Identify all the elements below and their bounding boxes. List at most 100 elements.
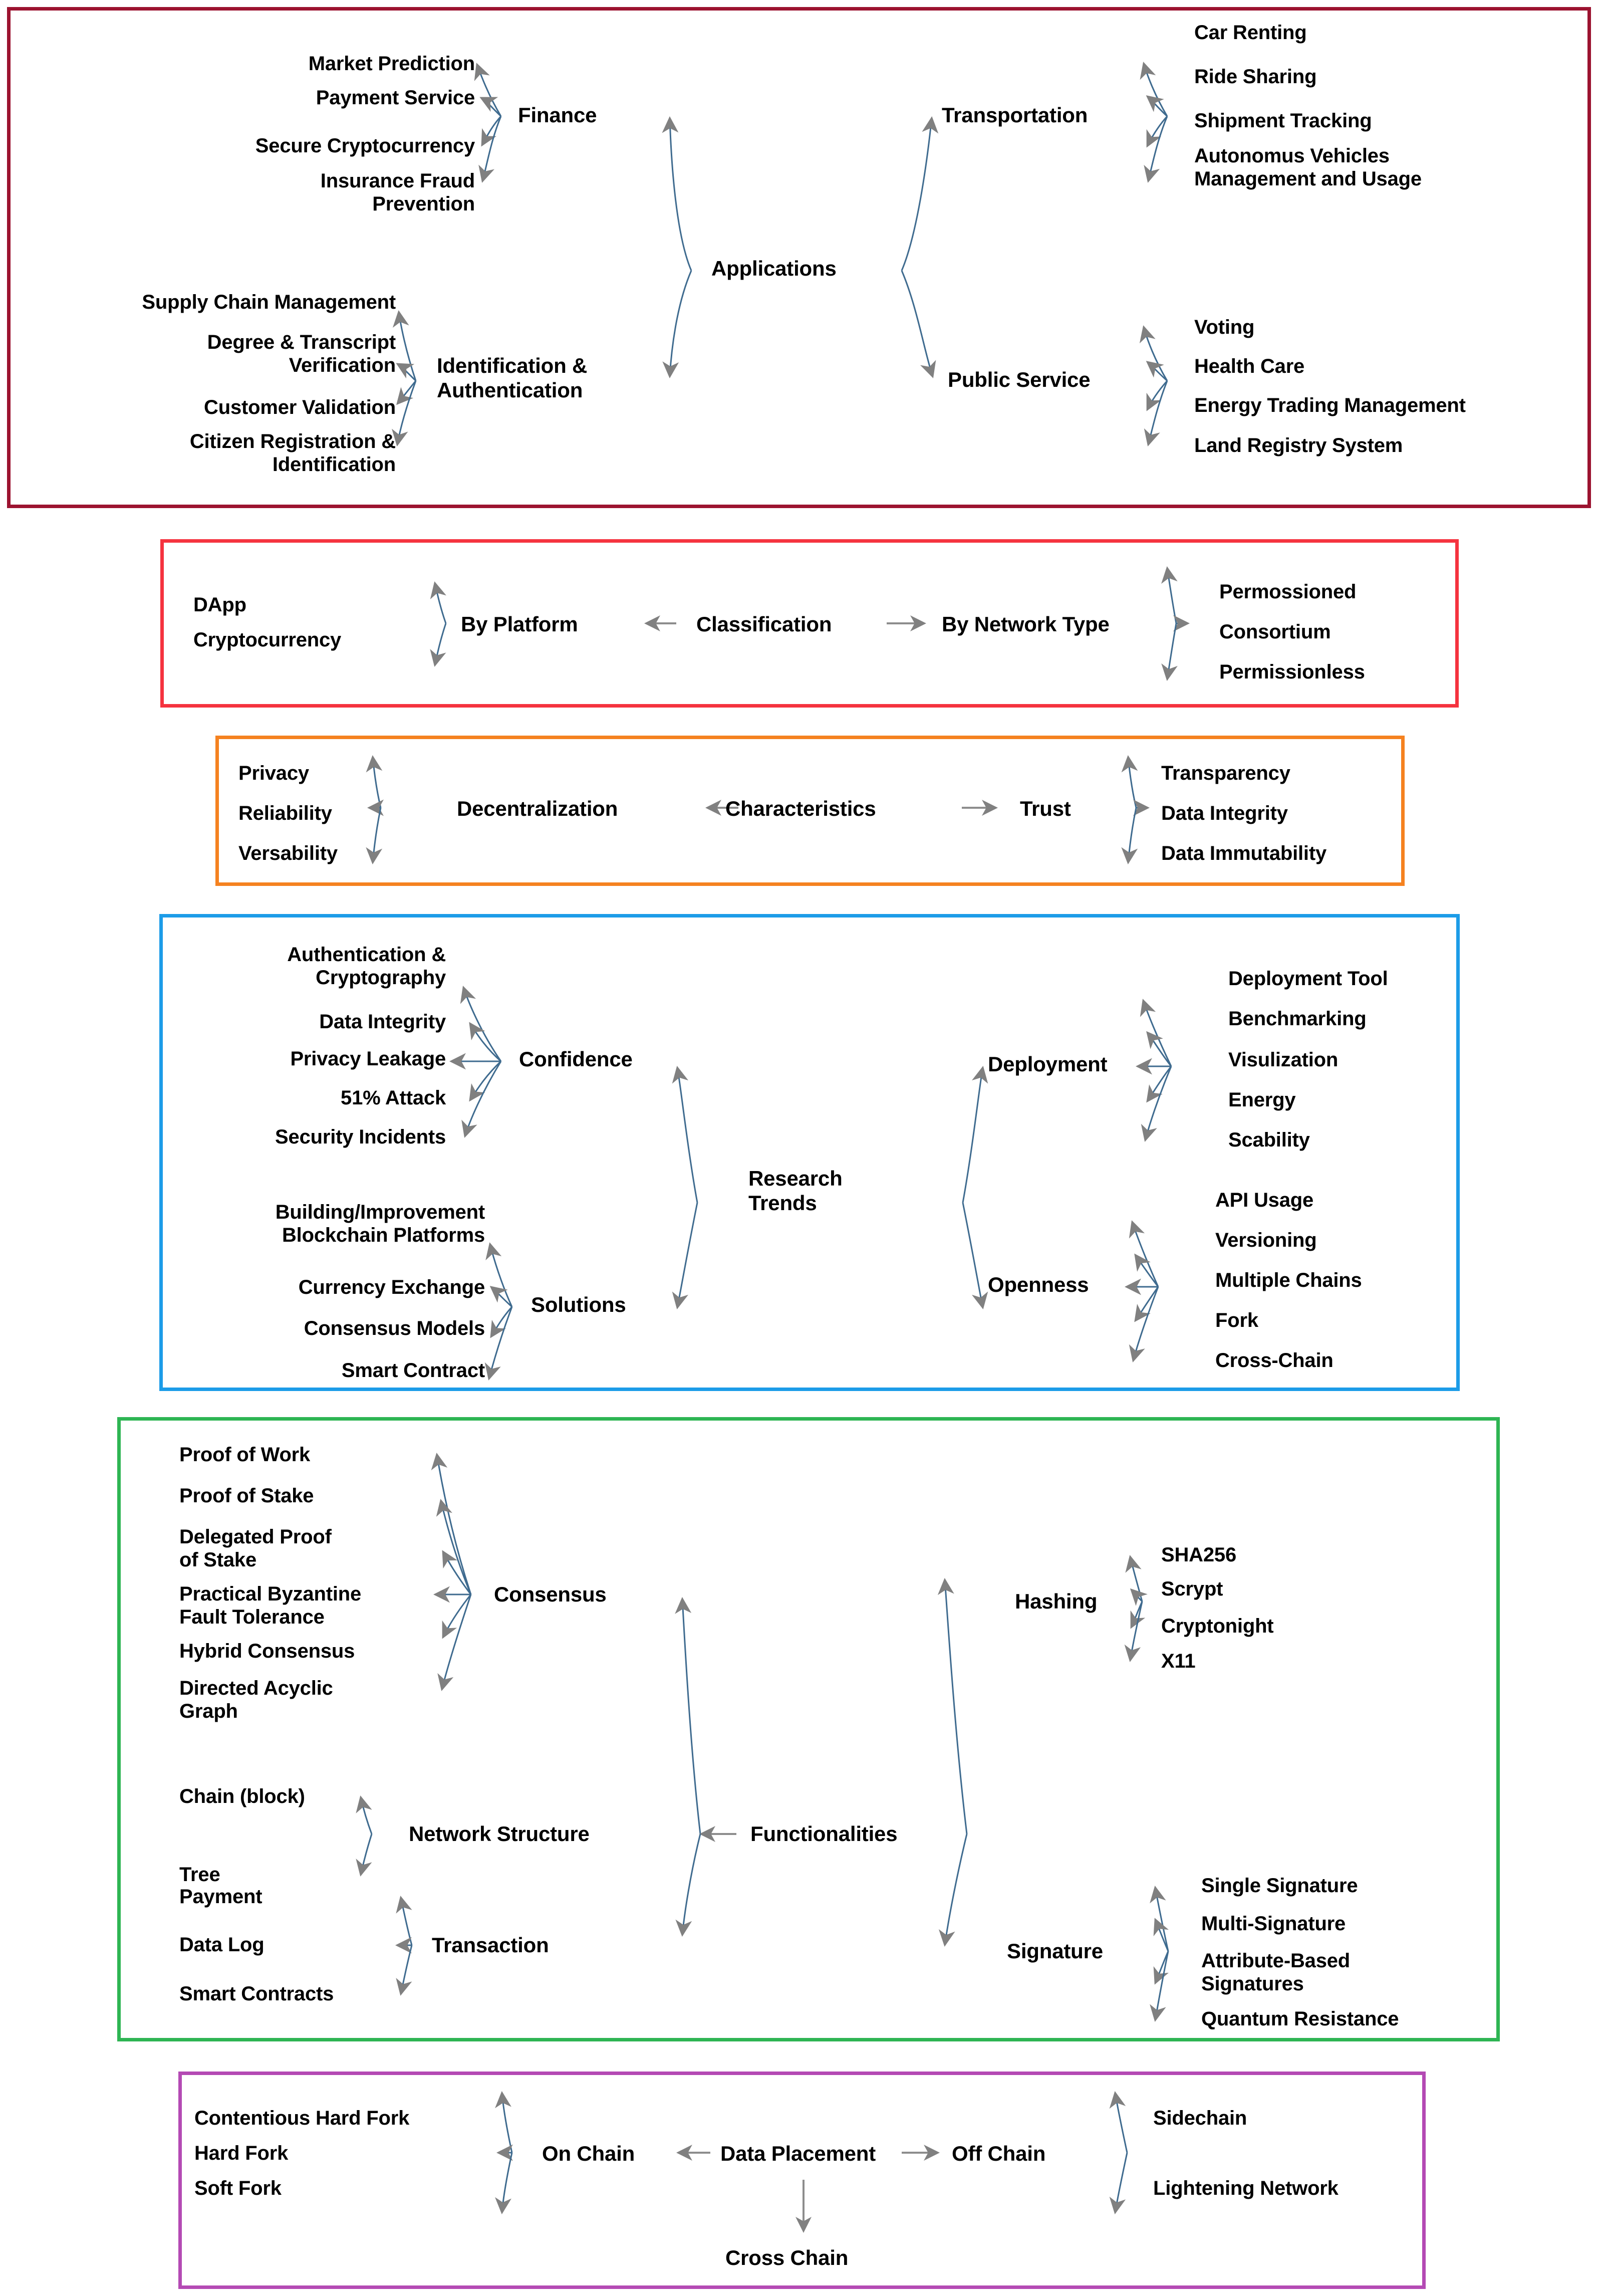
node-transaction[interactable]: Transaction xyxy=(432,1933,549,1957)
leaf-car-renting[interactable]: Car Renting xyxy=(1194,22,1307,44)
leaf-consortium[interactable]: Consortium xyxy=(1219,621,1331,643)
leaf-visulization[interactable]: Visulization xyxy=(1228,1049,1339,1071)
node-functionalities-root[interactable]: Functionalities xyxy=(750,1822,898,1846)
applications-section-frame xyxy=(7,7,1591,508)
leaf-citizen-registration-identification[interactable]: Citizen Registration & Identification xyxy=(189,430,396,476)
leaf-smart-contracts[interactable]: Smart Contracts xyxy=(179,1983,334,2005)
node-research-trends-root[interactable]: Research Trends xyxy=(748,1167,843,1215)
leaf-market-prediction[interactable]: Market Prediction xyxy=(308,53,475,75)
node-by-network-type[interactable]: By Network Type xyxy=(942,612,1110,636)
node-public-service[interactable]: Public Service xyxy=(948,368,1091,391)
leaf-permossioned[interactable]: Permossioned xyxy=(1219,581,1357,603)
leaf-health-care[interactable]: Health Care xyxy=(1194,355,1305,377)
node-decentralization[interactable]: Decentralization xyxy=(457,797,618,820)
node-characteristics-root[interactable]: Characteristics xyxy=(725,797,876,820)
leaf-hard-fork[interactable]: Hard Fork xyxy=(194,2142,289,2164)
leaf-payment-service[interactable]: Payment Service xyxy=(316,87,475,109)
leaf-51-percent-attack[interactable]: 51% Attack xyxy=(341,1087,446,1109)
leaf-data-immutability[interactable]: Data Immutability xyxy=(1161,842,1326,864)
leaf-voting[interactable]: Voting xyxy=(1194,316,1255,338)
leaf-hybrid-consensus[interactable]: Hybrid Consensus xyxy=(179,1640,355,1662)
leaf-consensus-models[interactable]: Consensus Models xyxy=(304,1317,485,1339)
leaf-energy-trading-management[interactable]: Energy Trading Management xyxy=(1194,394,1466,416)
leaf-data-log[interactable]: Data Log xyxy=(179,1934,264,1956)
node-trust[interactable]: Trust xyxy=(1020,797,1071,820)
node-solutions[interactable]: Solutions xyxy=(531,1293,626,1316)
leaf-building-improvement-blockchain-platforms[interactable]: Building/Improvement Blockchain Platform… xyxy=(275,1201,485,1247)
leaf-reliability[interactable]: Reliability xyxy=(238,802,332,824)
leaf-autonomus-vehicles-management[interactable]: Autonomus Vehicles Management and Usage xyxy=(1194,145,1422,190)
leaf-transparency[interactable]: Transparency xyxy=(1161,762,1290,784)
leaf-benchmarking[interactable]: Benchmarking xyxy=(1228,1008,1367,1030)
node-by-platform[interactable]: By Platform xyxy=(461,612,578,636)
node-consensus[interactable]: Consensus xyxy=(494,1582,607,1606)
node-classification-root[interactable]: Classification xyxy=(696,612,832,636)
leaf-dapp[interactable]: DApp xyxy=(193,594,246,616)
node-signature[interactable]: Signature xyxy=(1007,1939,1103,1963)
leaf-cross-chain-openness[interactable]: Cross-Chain xyxy=(1215,1349,1334,1371)
leaf-secure-cryptocurrency[interactable]: Secure Cryptocurrency xyxy=(255,135,475,157)
leaf-proof-of-work[interactable]: Proof of Work xyxy=(179,1444,311,1466)
leaf-x11[interactable]: X11 xyxy=(1161,1650,1196,1672)
data-placement-section-frame xyxy=(178,2072,1426,2289)
leaf-api-usage[interactable]: API Usage xyxy=(1215,1189,1314,1211)
node-openness[interactable]: Openness xyxy=(988,1273,1089,1296)
leaf-permissionless[interactable]: Permissionless xyxy=(1219,661,1365,683)
node-deployment[interactable]: Deployment xyxy=(988,1052,1108,1076)
leaf-insurance-fraud-prevention[interactable]: Insurance Fraud Prevention xyxy=(320,170,475,215)
node-transportation[interactable]: Transportation xyxy=(942,103,1088,127)
leaf-data-integrity-research[interactable]: Data Integrity xyxy=(319,1011,446,1033)
functionalities-section-frame xyxy=(117,1417,1500,2041)
leaf-single-signature[interactable]: Single Signature xyxy=(1201,1875,1358,1897)
leaf-authentication-cryptography[interactable]: Authentication & Cryptography xyxy=(287,944,446,989)
leaf-multiple-chains[interactable]: Multiple Chains xyxy=(1215,1269,1362,1291)
leaf-smart-contract[interactable]: Smart Contract xyxy=(341,1359,485,1382)
leaf-ride-sharing[interactable]: Ride Sharing xyxy=(1194,66,1317,88)
leaf-supply-chain-management[interactable]: Supply Chain Management xyxy=(142,291,396,313)
leaf-versability[interactable]: Versability xyxy=(238,842,338,864)
leaf-lightening-network[interactable]: Lightening Network xyxy=(1153,2177,1339,2199)
leaf-deployment-tool[interactable]: Deployment Tool xyxy=(1228,968,1388,990)
node-identification-authentication[interactable]: Identification & Authentication xyxy=(437,354,588,402)
leaf-land-registry-system[interactable]: Land Registry System xyxy=(1194,434,1403,456)
node-network-structure[interactable]: Network Structure xyxy=(409,1822,590,1846)
leaf-privacy-leakage[interactable]: Privacy Leakage xyxy=(290,1048,446,1070)
node-finance[interactable]: Finance xyxy=(518,103,597,127)
research-trends-section-frame xyxy=(159,914,1460,1391)
leaf-cryptonight[interactable]: Cryptonight xyxy=(1161,1615,1274,1637)
node-applications-root[interactable]: Applications xyxy=(711,257,837,280)
leaf-attribute-based-signatures[interactable]: Attribute-Based Signatures xyxy=(1201,1950,1351,1995)
leaf-degree-transcript-verification[interactable]: Degree & Transcript Verification xyxy=(207,331,396,377)
leaf-cryptocurrency[interactable]: Cryptocurrency xyxy=(193,629,342,651)
leaf-delegated-proof-of-stake[interactable]: Delegated Proof of Stake xyxy=(179,1526,332,1571)
leaf-tree[interactable]: Tree xyxy=(179,1864,220,1886)
leaf-practical-byzantine-fault-tolerance[interactable]: Practical Byzantine Fault Tolerance xyxy=(179,1583,362,1629)
leaf-energy[interactable]: Energy xyxy=(1228,1089,1296,1111)
leaf-versioning[interactable]: Versioning xyxy=(1215,1229,1317,1251)
node-off-chain[interactable]: Off Chain xyxy=(952,2142,1046,2165)
leaf-currency-exchange[interactable]: Currency Exchange xyxy=(298,1276,485,1298)
node-data-placement-root[interactable]: Data Placement xyxy=(720,2142,876,2165)
leaf-scability[interactable]: Scability xyxy=(1228,1129,1310,1151)
leaf-data-integrity-char[interactable]: Data Integrity xyxy=(1161,802,1288,824)
leaf-privacy[interactable]: Privacy xyxy=(238,762,309,784)
leaf-soft-fork[interactable]: Soft Fork xyxy=(194,2177,282,2199)
leaf-contentious-hard-fork[interactable]: Contentious Hard Fork xyxy=(194,2107,410,2129)
node-hashing[interactable]: Hashing xyxy=(1015,1589,1098,1613)
leaf-directed-acyclic-graph[interactable]: Directed Acyclic Graph xyxy=(179,1677,333,1723)
leaf-payment[interactable]: Payment xyxy=(179,1886,262,1908)
leaf-fork[interactable]: Fork xyxy=(1215,1309,1258,1331)
node-on-chain[interactable]: On Chain xyxy=(542,2142,635,2165)
leaf-security-incidents[interactable]: Security Incidents xyxy=(275,1126,446,1148)
leaf-customer-validation[interactable]: Customer Validation xyxy=(204,396,396,418)
leaf-sidechain[interactable]: Sidechain xyxy=(1153,2107,1247,2129)
leaf-quantum-resistance[interactable]: Quantum Resistance xyxy=(1201,2008,1399,2030)
leaf-proof-of-stake[interactable]: Proof of Stake xyxy=(179,1485,314,1507)
node-confidence[interactable]: Confidence xyxy=(519,1047,633,1071)
leaf-chain-block[interactable]: Chain (block) xyxy=(179,1785,305,1807)
leaf-multi-signature[interactable]: Multi-Signature xyxy=(1201,1913,1346,1935)
node-cross-chain[interactable]: Cross Chain xyxy=(725,2246,849,2269)
leaf-shipment-tracking[interactable]: Shipment Tracking xyxy=(1194,110,1372,132)
leaf-sha256[interactable]: SHA256 xyxy=(1161,1544,1236,1566)
leaf-scrypt[interactable]: Scrypt xyxy=(1161,1578,1223,1600)
